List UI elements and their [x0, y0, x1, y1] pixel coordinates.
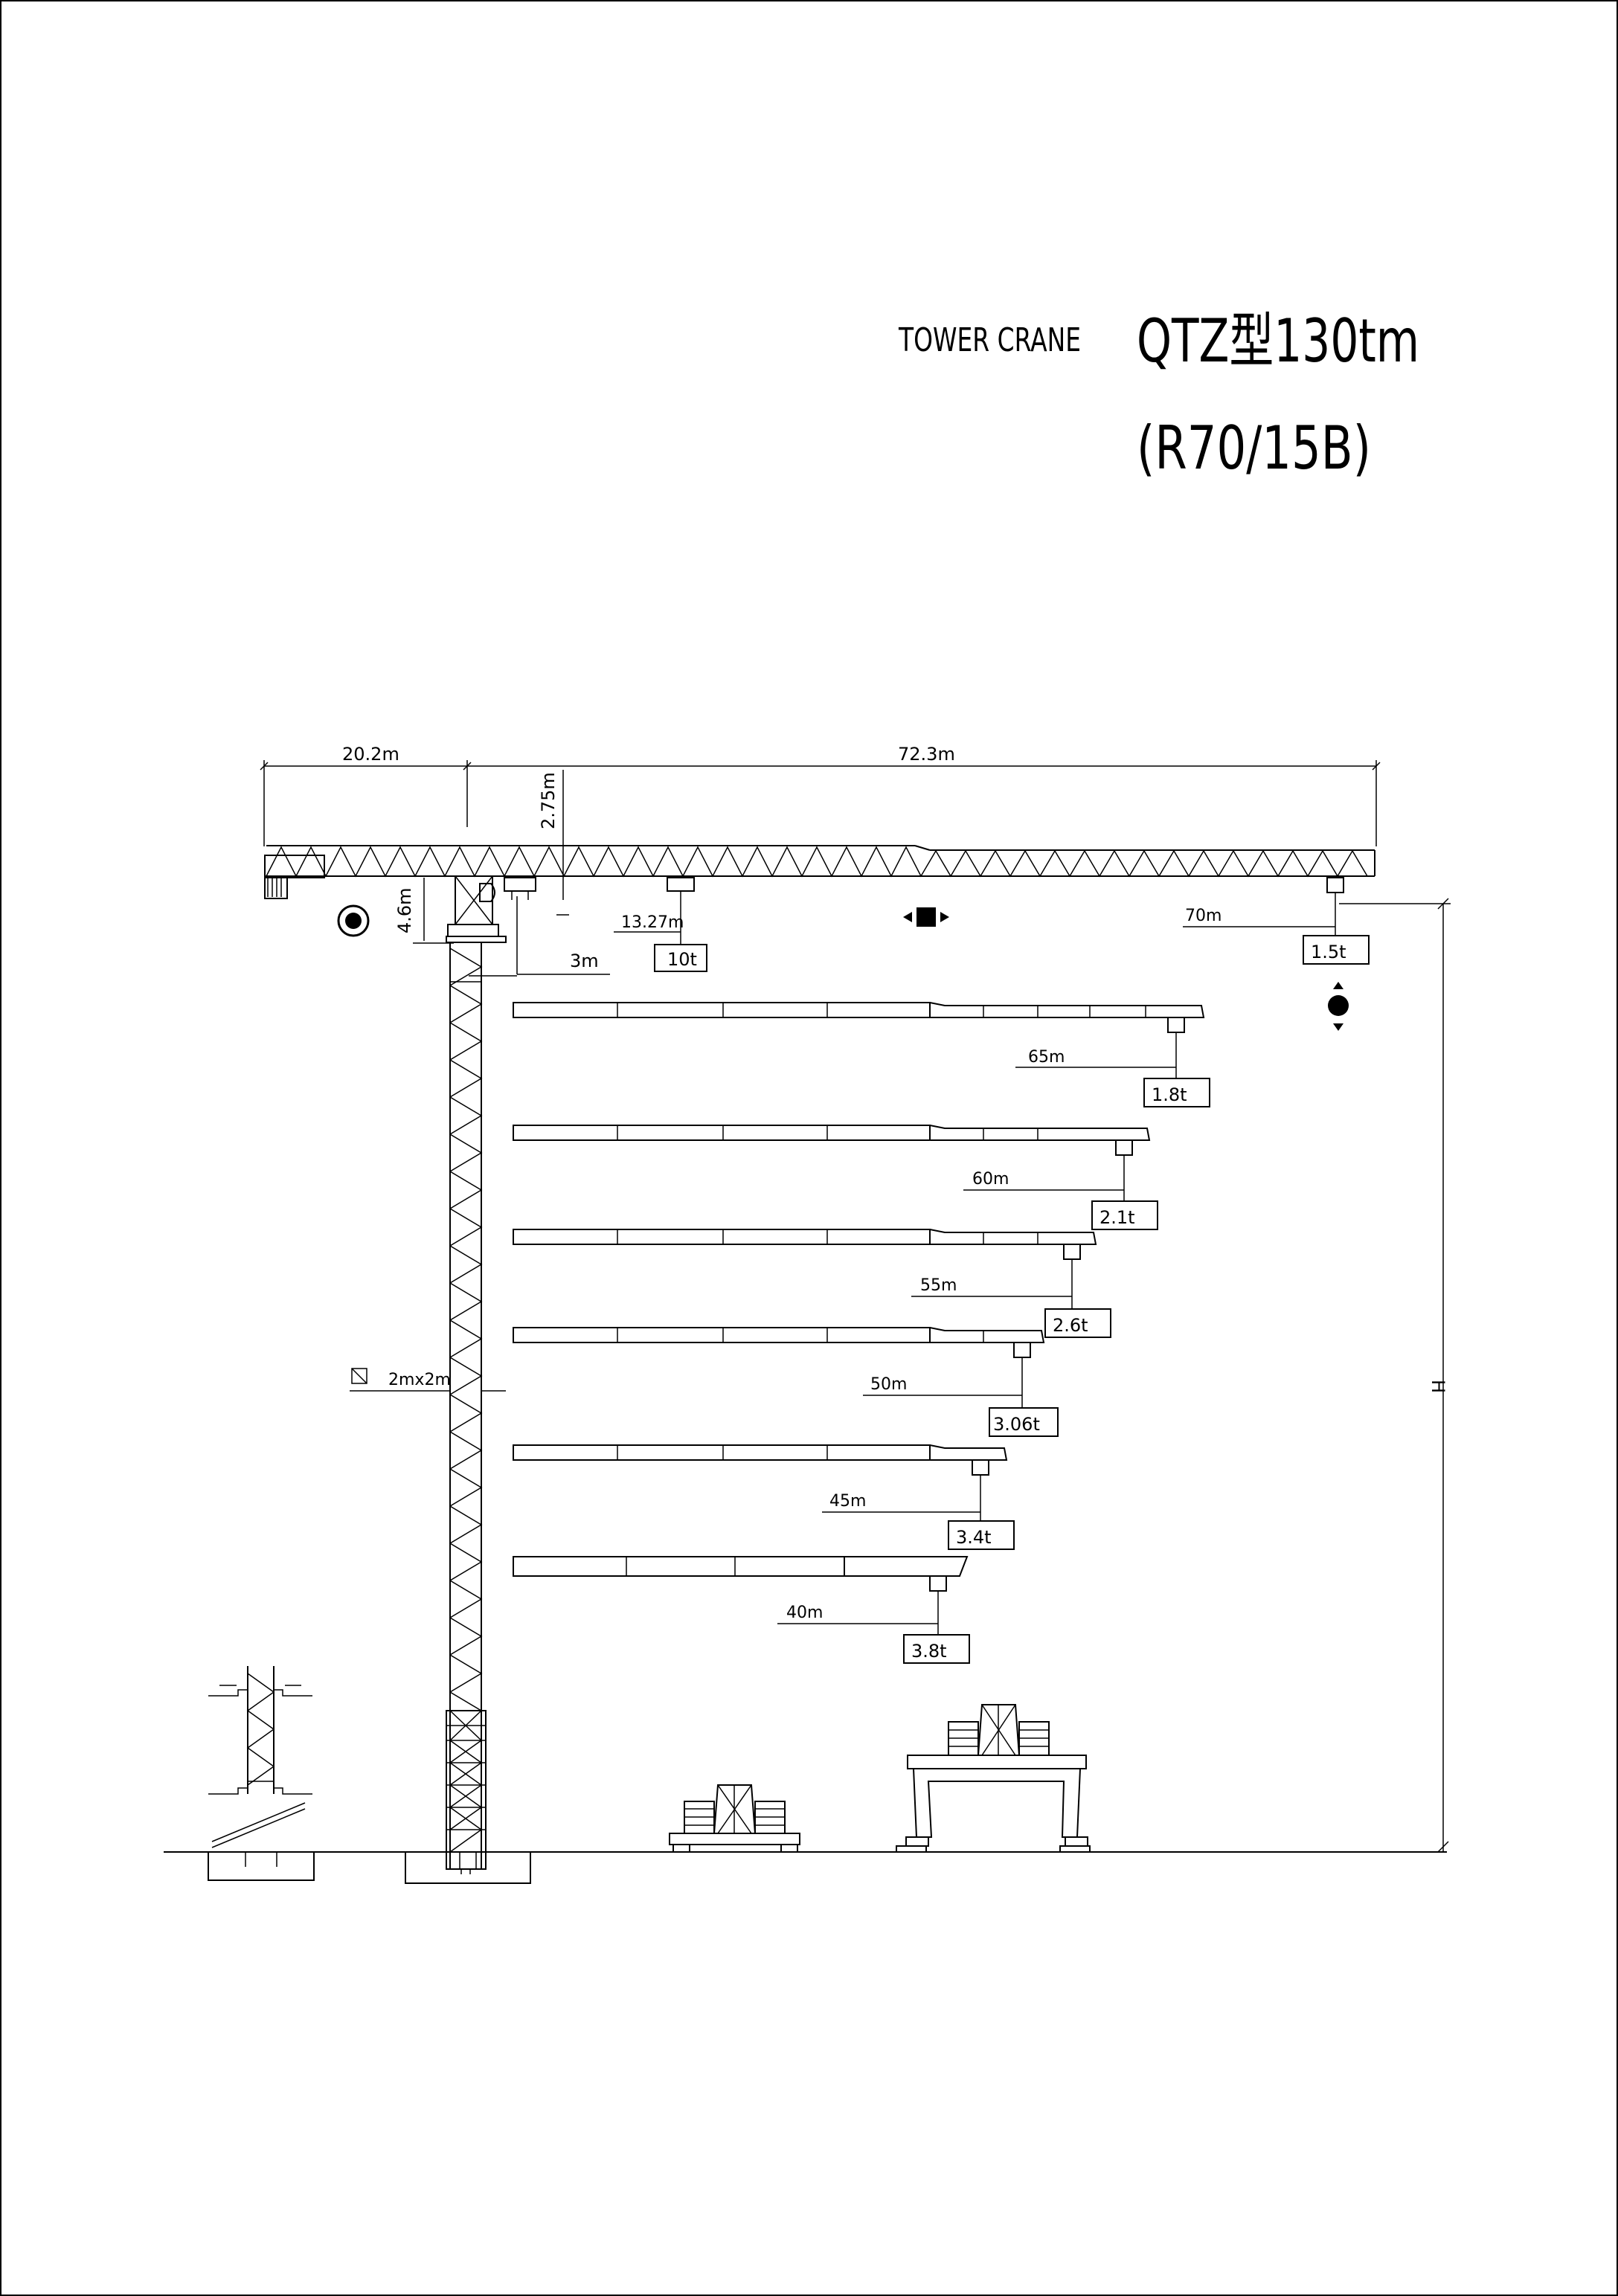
radius-65: 65m — [1028, 1048, 1065, 1067]
mast — [446, 942, 487, 1874]
load-1-8: 1.8t — [1152, 1084, 1187, 1105]
radius-40: 40m — [786, 1604, 823, 1622]
jib-config-50: 50m 3.06t — [513, 1327, 1059, 1437]
min-radius-label: 3m — [570, 951, 599, 971]
mast-foundation — [405, 1851, 531, 1884]
jib-truss — [264, 845, 1375, 899]
load-1-5: 1.5t — [1311, 942, 1346, 962]
portal-gantry — [896, 1704, 1091, 1853]
jib-config-40: 40m 3.8t — [513, 1556, 970, 1664]
jib-length: 72.3m — [898, 744, 955, 765]
load-2-1: 2.1t — [1099, 1207, 1135, 1228]
radius-45: 45m — [829, 1492, 866, 1511]
slewing-icon — [337, 904, 370, 937]
anchor-detail — [208, 1666, 315, 1881]
height-label: H — [1428, 1380, 1448, 1393]
top-dimension: 20.2m 72.3m — [260, 744, 1381, 846]
mast-section-note: 2mx2m — [350, 1368, 506, 1392]
radius-70: 70m — [1185, 907, 1221, 925]
load-3-4: 3.4t — [956, 1527, 992, 1548]
load-3-06: 3.06t — [993, 1414, 1040, 1435]
jib-config-65: 65m 1.8t — [513, 1002, 1210, 1107]
trolley-min: 3m — [469, 877, 610, 977]
counter-jib-length: 20.2m — [342, 744, 399, 765]
hoist-icon — [1328, 982, 1349, 1031]
jib-config-55: 55m 2.6t — [513, 1229, 1111, 1338]
jib-config-70: 70m 1.5t — [1183, 877, 1370, 965]
static-base — [669, 1784, 800, 1853]
max-load-radius-label: 13.27m — [621, 913, 684, 932]
subtitle-text: TOWER CRANE — [898, 321, 1081, 359]
mast-section-label: 2mx2m — [388, 1371, 451, 1389]
load-3-8: 3.8t — [911, 1641, 947, 1662]
radius-55: 55m — [920, 1276, 957, 1295]
height-dimension: H — [1339, 898, 1451, 1853]
apex-dimension: 2.75m — [538, 770, 569, 916]
cab-assembly: 4.6m — [394, 875, 507, 944]
radius-60: 60m — [972, 1170, 1009, 1189]
jib-config-45: 45m 3.4t — [513, 1444, 1015, 1550]
load-2-6: 2.6t — [1053, 1315, 1088, 1336]
radius-50: 50m — [870, 1375, 907, 1394]
model-text: (R70/15B) — [1137, 414, 1371, 483]
title-text: QTZ型130tm — [1137, 306, 1419, 376]
apex-height-label: 2.75m — [538, 772, 559, 829]
cab-height-label: 4.6m — [394, 887, 415, 933]
jib-config-60: 60m 2.1t — [513, 1125, 1158, 1230]
trolley-travel-icon — [903, 907, 949, 927]
max-load-label: 10t — [667, 949, 697, 970]
trolley-max-load: 13.27m 10t — [614, 877, 707, 972]
